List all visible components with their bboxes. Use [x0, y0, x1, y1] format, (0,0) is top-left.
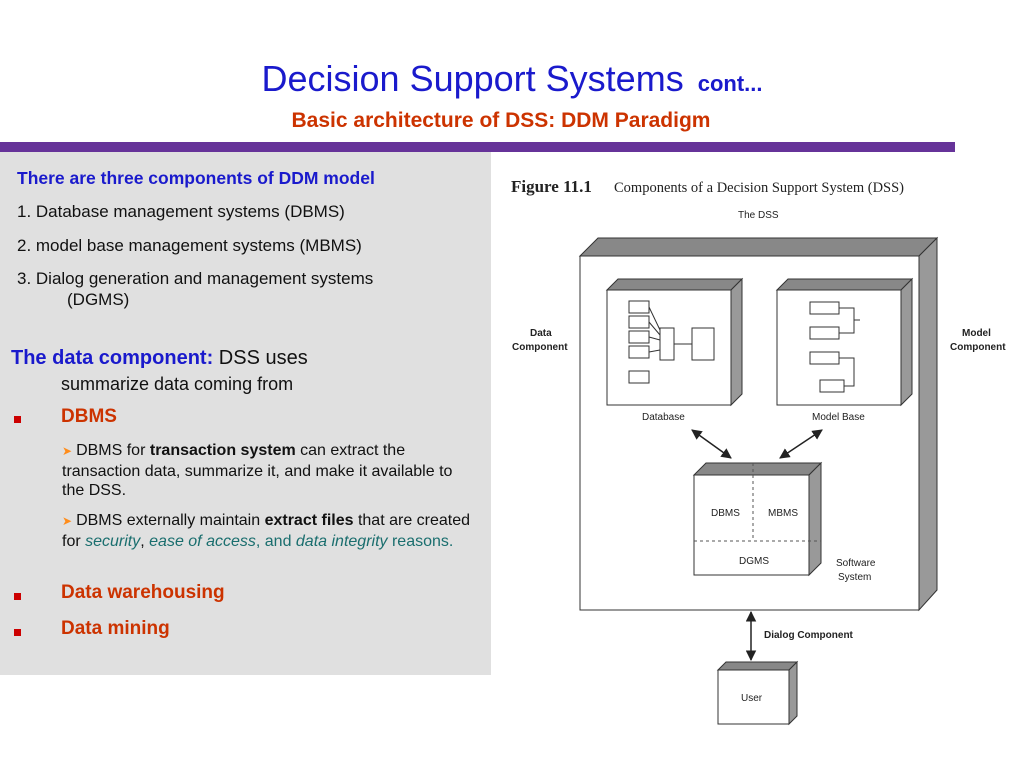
dgms-label: DGMS [739, 556, 769, 567]
components-heading: There are three components of DDM model [17, 168, 375, 188]
bullet-square-icon [14, 416, 21, 423]
component-item-3: 3. Dialog generation and management syst… [17, 269, 374, 288]
model-base-arrow [779, 429, 823, 459]
data-component-label: The data component: [11, 347, 214, 369]
figure-caption: Components of a Decision Support System … [614, 180, 904, 196]
dbms-sub-point-2: ➤DBMS externally maintain extract files … [62, 512, 471, 550]
figure-number: Figure 11.1 [511, 177, 592, 196]
title-divider [0, 142, 955, 152]
user-label: User [741, 693, 763, 704]
bullet-square-icon [14, 593, 21, 600]
data-component-text: DSS uses [213, 347, 308, 369]
model-base-label: Model Base [812, 412, 865, 423]
arrow-bullet-icon: ➤ [62, 514, 73, 528]
database-label: Database [642, 412, 685, 423]
data-component-text-2: summarize data coming from [61, 374, 294, 394]
model-component-label-1: Model [962, 328, 991, 339]
database-arrow [691, 429, 732, 459]
dbms-sub-point-1: ➤DBMS for transaction system can extract… [62, 442, 453, 499]
component-item-2: 2. model base management systems (MBMS) [17, 236, 362, 255]
left-text-panel [0, 152, 491, 675]
bullet-dbms: DBMS [61, 406, 117, 427]
the-dss-label: The DSS [738, 210, 779, 221]
bullet-data-warehousing: Data warehousing [61, 582, 225, 603]
arrow-bullet-icon: ➤ [62, 444, 73, 458]
data-component-heading: The data component: DSS uses [11, 347, 308, 370]
software-label-2: System [838, 572, 871, 583]
title-main: Decision Support Systems [261, 58, 684, 99]
user-box [716, 660, 799, 726]
bullet-data-mining: Data mining [61, 618, 170, 639]
slide-title: Decision Support Systems cont... [0, 58, 1024, 100]
data-component-label-2: Component [512, 342, 568, 353]
model-base-box [775, 277, 914, 407]
mbms-label: MBMS [768, 508, 798, 519]
dbms-label: DBMS [711, 508, 740, 519]
model-component-label-2: Component [950, 342, 1006, 353]
database-box [605, 277, 744, 407]
title-suffix: cont... [697, 71, 763, 96]
slide-subtitle: Basic architecture of DSS: DDM Paradigm [291, 109, 711, 132]
component-item-1: 1. Database management systems (DBMS) [17, 202, 345, 221]
component-item-3-cont: (DGMS) [67, 290, 130, 309]
dialog-component-label: Dialog Component [764, 630, 854, 641]
bullet-square-icon [14, 629, 21, 636]
software-system-box [692, 461, 823, 577]
data-component-label-1: Data [530, 328, 552, 339]
software-label-1: Software [836, 558, 876, 569]
